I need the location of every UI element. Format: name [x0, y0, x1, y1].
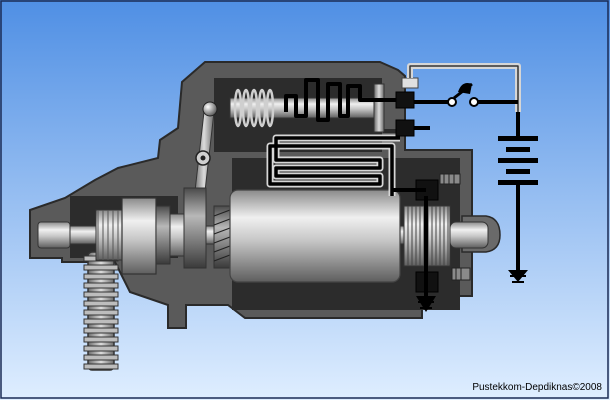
armature-shaft-spline [213, 209, 231, 262]
terminal-30 [395, 119, 415, 137]
spline-line [213, 218, 231, 226]
ring-gear-tooth [83, 300, 119, 307]
spring-coil [233, 88, 243, 128]
spline-line [213, 254, 231, 262]
spring-coil [249, 88, 259, 128]
ring-gear-tooth [83, 291, 119, 298]
ring-gear-tooth [83, 264, 119, 271]
spring-coil [265, 88, 275, 128]
armature [213, 189, 401, 283]
rear-bearing [449, 221, 489, 249]
battery [498, 112, 538, 270]
solenoid-coil [284, 78, 396, 122]
ground [508, 270, 528, 283]
ring-gear-tooth [83, 318, 119, 325]
ring-gear-tooth [83, 345, 119, 352]
credit-text: Pustekkom-Depdiknas©2008 [472, 382, 602, 393]
housing-bolt [439, 173, 461, 185]
ring-gear-tooth [83, 309, 119, 316]
pinion-gear [95, 209, 125, 261]
housing-bolt [451, 267, 471, 281]
lever-ball-joint [202, 101, 218, 117]
spring-coil [241, 88, 251, 128]
field-coil [266, 134, 426, 196]
external-circuit [407, 63, 521, 296]
spring-coil [257, 88, 267, 128]
return-spring [233, 88, 275, 128]
shaft-nose [37, 221, 71, 249]
ground [416, 296, 436, 312]
terminal-50 [395, 91, 415, 109]
spline-line [213, 227, 231, 235]
ring-gear-tooth [83, 336, 119, 343]
ring-gear-tooth [83, 273, 119, 280]
spline-line [213, 245, 231, 253]
ring-gear-tooth [83, 354, 119, 361]
ring-gear-tooth [83, 282, 119, 289]
spline-line [213, 209, 231, 217]
ring-gear-tooth [83, 327, 119, 334]
shift-lever [183, 101, 218, 269]
ignition-switch [447, 82, 479, 107]
ring-gear-tooth [83, 363, 119, 370]
spline-line [213, 236, 231, 244]
terminal-cap [401, 77, 419, 89]
flywheel-ring-gear [83, 251, 119, 371]
contact-plate [373, 83, 385, 133]
